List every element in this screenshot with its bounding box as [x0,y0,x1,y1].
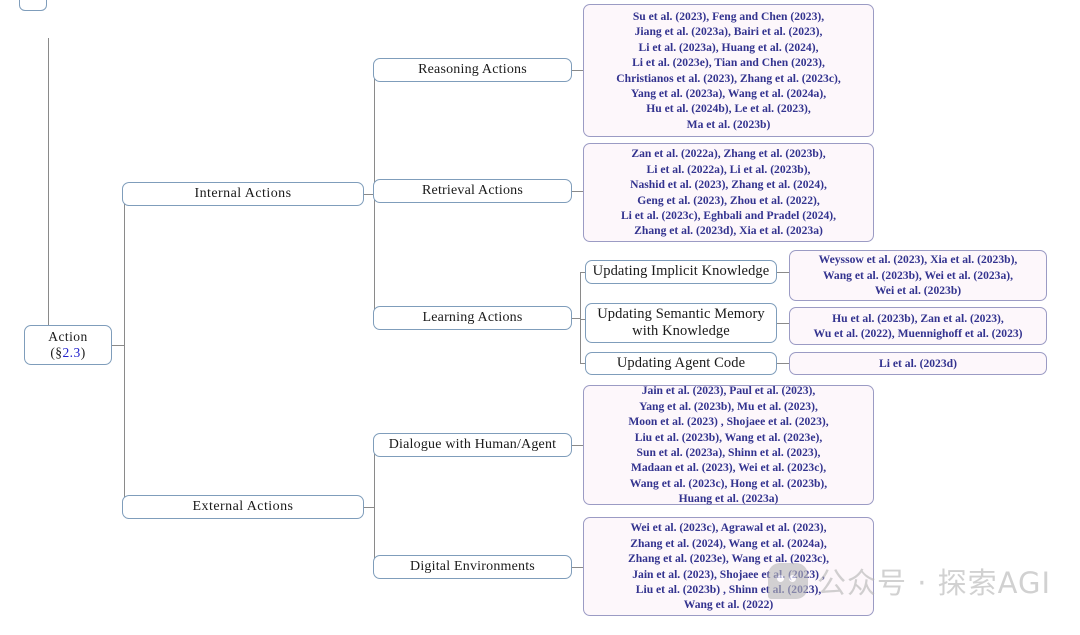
citation-line: Jiang et al. (2023a), Bairi et al. (2023… [634,25,823,39]
node-updating-implicit-knowledge[interactable]: Updating Implicit Knowledge [585,260,777,284]
node-action-root[interactable]: Action (§2.3) [24,325,112,365]
citations-dialogue: Jain et al. (2023), Paul et al. (2023),Y… [583,383,874,507]
citation-line: Li et al. (2023d) [879,356,957,370]
citation-line: Yang et al. (2023a), Wang et al. (2024a)… [630,86,827,100]
citation-line: Li et al. (2023a), Huang et al. (2024), [638,40,819,54]
connector-retrieval-to-citations [572,191,583,192]
citations-reasoning-list: Su et al. (2023), Feng and Chen (2023), J… [616,9,840,133]
connector-reasoning-to-citations [572,70,583,71]
connector-to-agentcode [580,363,586,364]
node-reasoning-actions-label: Reasoning Actions [418,61,527,77]
node-dialogue-with-human-agent[interactable]: Dialogue with Human/Agent [373,433,572,457]
node-action-line2: (§2.3) [50,345,86,360]
connector-stub-to-action-vertical [48,38,49,344]
citation-line: Nashid et al. (2023), Zhang et al. (2024… [630,178,827,192]
node-updating-implicit-knowledge-label: Updating Implicit Knowledge [592,263,770,280]
node-reasoning-actions[interactable]: Reasoning Actions [373,58,572,82]
citations-retrieval-list: Zan et al. (2022a), Zhang et al. (2023b)… [621,146,836,239]
citation-line: Wang et al. (2023c), Hong et al. (2023b)… [629,476,828,490]
citation-line: Wei et al. (2023c), Agrawal et al. (2023… [630,521,827,535]
connector-action-spine [124,194,125,507]
citation-line: Wang et al. (2023b), Wei et al. (2023a), [822,268,1014,282]
citation-line: Zan et al. (2022a), Zhang et al. (2023b)… [631,147,826,161]
node-updating-semantic-memory-line1: Updating Semantic Memory [597,305,765,322]
citation-line: Yang et al. (2023b), Mu et al. (2023), [639,399,818,413]
citation-line: Hu et al. (2023b), Zan et al. (2023), [832,311,1004,325]
root-stub-label: Agents in S [19,0,47,11]
node-internal-actions[interactable]: Internal Actions [122,182,364,206]
node-external-actions[interactable]: External Actions [122,495,364,519]
citation-line: Jain et al. (2023), Shojaee et al. (2023… [632,567,825,581]
citation-line: Hu et al. (2024b), Le et al. (2023), [646,102,811,116]
node-dialogue-label: Dialogue with Human/Agent [388,436,557,452]
citation-line: Christianos et al. (2023), Zhang et al. … [616,71,841,85]
node-updating-semantic-memory[interactable]: Updating Semantic Memory with Knowledge [585,303,777,343]
connector-dialogue-to-citations [572,445,583,446]
citations-digital-environments: Wei et al. (2023c), Agrawal et al. (2023… [583,517,874,616]
citations-semantic-memory-list: Hu et al. (2023b), Zan et al. (2023), Wu … [813,311,1022,342]
node-retrieval-actions[interactable]: Retrieval Actions [373,179,572,203]
connector-learning-out [572,318,580,319]
citations-digital-environments-list: Wei et al. (2023c), Agrawal et al. (2023… [628,520,829,613]
citation-line: Liu et al. (2023b) , Shinn et al. (2023)… [635,582,822,596]
citation-line: Wang et al. (2022) [683,598,774,612]
citation-line: Jain et al. (2023), Paul et al. (2023), [641,384,816,398]
citations-implicit-knowledge-list: Weyssow et al. (2023), Xia et al. (2023b… [819,252,1018,298]
citation-line: Zhang et al. (2024), Wang et al. (2024a)… [630,536,827,550]
connector-external-spine [374,445,375,567]
citations-retrieval: Zan et al. (2022a), Zhang et al. (2023b)… [583,143,874,242]
citations-agent-code-list: Li et al. (2023d) [879,356,957,371]
node-learning-actions-label: Learning Actions [422,309,523,325]
citation-line: Su et al. (2023), Feng and Chen (2023), [632,9,825,23]
citation-line: Zhang et al. (2023d), Xia et al. (2023a) [634,224,823,238]
citations-semantic-memory: Hu et al. (2023b), Zan et al. (2023), Wu … [789,307,1047,345]
node-digital-environments[interactable]: Digital Environments [373,555,572,579]
citation-line: Weyssow et al. (2023), Xia et al. (2023b… [818,253,1018,267]
node-updating-agent-code-label: Updating Agent Code [616,354,746,371]
connector-implicit-to-citations [777,272,789,273]
citation-line: Li et al. (2023c), Eghbali and Pradel (2… [620,208,837,222]
connector-learning-spine [580,272,581,363]
connector-semantic-to-citations [777,323,789,324]
citation-line: Liu et al. (2023b), Wang et al. (2023e), [634,430,823,444]
citations-reasoning: Su et al. (2023), Feng and Chen (2023), J… [583,4,874,137]
connector-digital-to-citations [572,567,583,568]
node-updating-semantic-memory-line2: with Knowledge [632,323,730,339]
citation-line: Li et al. (2022a), Li et al. (2023b), [646,162,811,176]
node-external-actions-label: External Actions [192,498,294,514]
citation-line: Geng et al. (2023), Zhou et al. (2022), [637,193,820,207]
node-internal-actions-label: Internal Actions [194,185,292,201]
citation-line: Huang et al. (2023a) [678,492,779,506]
citations-dialogue-list: Jain et al. (2023), Paul et al. (2023),Y… [628,383,828,507]
section-number: 2.3 [62,345,81,360]
citation-line: Moon et al. (2023) , Shojaee et al. (202… [628,415,829,429]
citation-line: Wu et al. (2022), Muennighoff et al. (20… [813,327,1023,340]
connector-action-out [112,345,124,346]
citation-line: Zhang et al. (2023e), Wang et al. (2023c… [627,552,830,566]
citations-agent-code: Li et al. (2023d) [789,352,1047,375]
connector-internal-out [364,194,374,195]
connector-external-out [364,507,374,508]
citation-line: Madaan et al. (2023), Wei et al. (2023c)… [630,461,827,475]
citation-line: Li et al. (2023e), Tian and Chen (2023), [632,56,825,70]
connector-to-implicit [580,272,586,273]
citations-implicit-knowledge: Weyssow et al. (2023), Xia et al. (2023b… [789,250,1047,301]
citation-line: Wei et al. (2023b) [874,284,962,298]
node-learning-actions[interactable]: Learning Actions [373,306,572,330]
connector-agentcode-to-citations [777,363,789,364]
citation-line: Sun et al. (2023a), Shinn et al. (2023), [636,446,821,459]
node-retrieval-actions-label: Retrieval Actions [422,182,523,198]
node-digital-environments-label: Digital Environments [410,558,535,574]
node-action-line1: Action [48,329,88,345]
node-updating-agent-code[interactable]: Updating Agent Code [585,352,777,375]
connector-to-semantic [580,319,586,320]
citation-line: Ma et al. (2023b) [686,117,771,131]
